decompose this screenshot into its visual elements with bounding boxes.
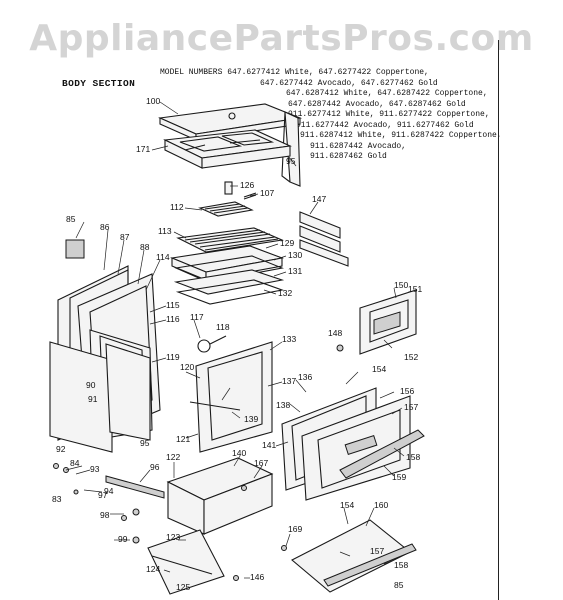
part-label: 126 — [240, 180, 254, 190]
part-label: 156 — [400, 386, 414, 396]
part-label: 158 — [394, 560, 408, 570]
model-line: 647.6277442 Avocado, 647.6277462 Gold — [260, 78, 438, 88]
part-label: 159 — [392, 472, 406, 482]
part-labels: 100 171 95 126 107 112 113 129 130 131 1… — [52, 96, 422, 592]
part-label: 114 — [156, 252, 170, 262]
part-label: 121 — [176, 434, 190, 444]
model-line: MODEL NUMBERS 647.6277412 White, 647.627… — [160, 68, 429, 77]
small-fittings — [224, 181, 257, 200]
right-border-line — [498, 40, 499, 600]
part-label: 147 — [312, 194, 326, 204]
part-label: 117 — [190, 312, 204, 322]
part-label: 83 — [52, 494, 62, 504]
side-trim-part — [281, 111, 301, 187]
part-label: 113 — [158, 226, 172, 236]
part-label: 98 — [100, 510, 110, 520]
part-label: 132 — [278, 288, 292, 298]
model-line: 911.6277442 Avocado, 911.6277462 Gold — [296, 120, 474, 130]
model-line: 647.6287442 Avocado, 647.6287462 Gold — [288, 99, 466, 109]
part-label: 169 — [288, 524, 302, 534]
part-label: 96 — [150, 462, 160, 472]
part-label: 120 — [180, 362, 194, 372]
part-label: 133 — [282, 334, 296, 344]
burner-box-part — [163, 129, 292, 169]
part-label: 116 — [166, 314, 180, 324]
model-line: 911.6287412 White, 911.6287422 Copperton… — [300, 131, 502, 140]
part-label: 151 — [408, 284, 422, 294]
model-line: 911.6277412 White, 911.6277422 Copperton… — [288, 110, 490, 119]
drawer-rail — [105, 475, 165, 499]
model-line: 911.6287462 Gold — [310, 152, 387, 161]
part-label: 160 — [374, 500, 388, 510]
part-label: 123 — [166, 532, 180, 542]
part-label: 148 — [328, 328, 342, 338]
part-label: 95 — [140, 438, 150, 448]
part-label: 118 — [216, 322, 230, 332]
kick-plate — [147, 529, 239, 595]
part-label: 131 — [288, 266, 302, 276]
part-label: 119 — [166, 352, 180, 362]
broiler-pan-stack — [169, 245, 285, 305]
part-label: 100 — [146, 96, 160, 106]
oven-rack-part — [176, 227, 284, 253]
part-label: 95 — [286, 156, 296, 166]
part-label: 90 — [86, 380, 96, 390]
part-label: 85 — [66, 214, 76, 224]
part-label: 137 — [282, 376, 296, 386]
fasteners — [53, 463, 287, 551]
part-label: 157 — [404, 402, 418, 412]
part-label: 136 — [298, 372, 312, 382]
part-label: 84 — [70, 458, 80, 468]
part-label: 91 — [88, 394, 98, 404]
leader-lines — [65, 101, 405, 579]
element-part — [197, 335, 227, 353]
side-rails-part — [299, 211, 349, 267]
part-label: 93 — [90, 464, 100, 474]
part-label: 157 — [370, 546, 384, 556]
part-label: 94 — [104, 486, 114, 496]
part-label: 124 — [146, 564, 160, 574]
part-label: 158 — [406, 452, 420, 462]
part-label: 152 — [404, 352, 418, 362]
part-label: 125 — [176, 582, 190, 592]
control-panel-parts — [336, 289, 417, 355]
part-label: 97 — [98, 490, 108, 500]
part-label: 140 — [232, 448, 246, 458]
part-label: 115 — [166, 300, 180, 310]
part-label: 150 — [394, 280, 408, 290]
oven-door-assembly — [281, 387, 425, 501]
part-label: 85 — [394, 580, 404, 590]
oven-door-frame — [189, 341, 273, 453]
part-label: 87 — [120, 232, 130, 242]
part-label: 107 — [260, 188, 274, 198]
part-label: 130 — [288, 250, 302, 260]
part-label: 129 — [280, 238, 294, 248]
model-line: 911.6287442 Avocado, — [310, 141, 407, 151]
part-label: 171 — [136, 144, 150, 154]
part-label: 167 — [254, 458, 268, 468]
door-window-glass — [291, 519, 417, 593]
part-label: 146 — [250, 572, 264, 582]
broiler-grid-part — [198, 201, 254, 217]
part-label: 99 — [118, 534, 128, 544]
part-label: 122 — [166, 452, 180, 462]
watermark: AppliancePartsPros.com — [29, 18, 534, 59]
part-label: 139 — [244, 414, 258, 424]
part-label: 138 — [276, 400, 290, 410]
storage-drawer — [166, 457, 274, 535]
vent-plate-part — [65, 239, 85, 259]
part-label: 141 — [262, 440, 276, 450]
section-title: BODY SECTION — [62, 78, 136, 89]
part-label: 112 — [170, 202, 184, 212]
part-label: 86 — [100, 222, 110, 232]
part-label: 154 — [340, 500, 354, 510]
part-label: 92 — [56, 444, 66, 454]
part-label: 88 — [140, 242, 150, 252]
model-line: 647.6287412 White, 647.6287422 Copperton… — [286, 89, 488, 98]
part-label: 154 — [372, 364, 386, 374]
outer-side-panel — [49, 341, 151, 453]
model-numbers-block: MODEL NUMBERS 647.6277412 White, 647.627… — [160, 68, 502, 163]
